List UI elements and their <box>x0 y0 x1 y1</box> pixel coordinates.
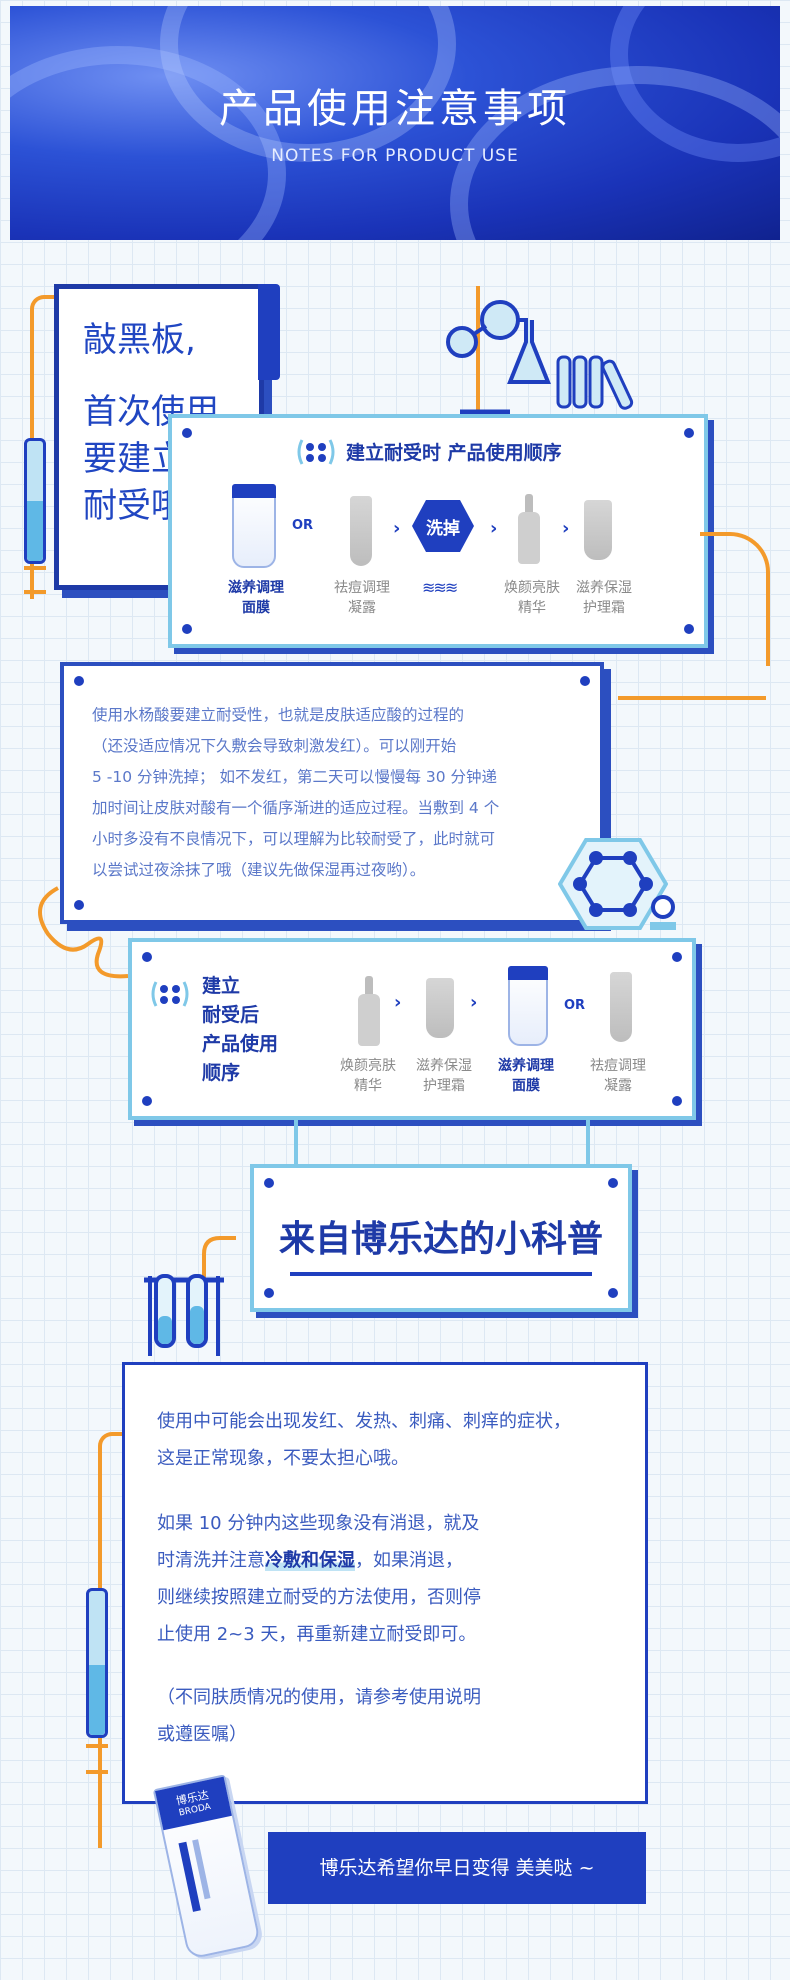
hanger-line <box>586 1118 590 1164</box>
science-title-card: 来自博乐达的小科普 <box>250 1164 632 1312</box>
section2-title: 建立 耐受后 产品使用 顺序 <box>202 975 279 1084</box>
section1-title: 建立耐受时 产品使用顺序 <box>346 442 562 464</box>
usage-notes-card: 使用中可能会出现发红、发热、刺痛、刺痒的症状， 这是正常现象，不要太担心哦。 如… <box>122 1362 648 1804</box>
test-tube-rack-icon <box>144 1236 236 1356</box>
footer-banner: 博乐达希望你早日变得 美美哒 ~ <box>268 1832 646 1904</box>
chevron-right-icon: › <box>393 518 401 539</box>
step-label-cream: 滋养保湿护理霜 <box>416 1058 472 1094</box>
chevron-right-icon: › <box>470 992 478 1013</box>
decor-line <box>700 532 770 666</box>
chevron-right-icon: › <box>394 992 402 1013</box>
or-label: OR <box>564 998 586 1013</box>
molecule-icon <box>297 439 335 465</box>
notes-paragraph-2: 如果 10 分钟内这些现象没有消退，就及 时清洗并注意冷敷和保湿，如果消退， 则… <box>157 1513 481 1645</box>
blackboard-line: 敲黑板, <box>83 320 196 360</box>
hexagon-molecule-icon <box>558 838 668 930</box>
tolerance-explanation-card: 使用水杨酸要建立耐受性，也就是皮肤适应酸的过程的 （还没适应情况下久敷会导致刺激… <box>60 662 604 924</box>
chevron-right-icon: › <box>490 518 498 539</box>
step-label-serum: 焕颜亮肤精华 <box>340 1058 396 1094</box>
spiral-decor-icon <box>38 886 129 979</box>
molecule-icon <box>151 981 189 1007</box>
page-title: 产品使用注意事项 <box>219 86 571 132</box>
header-banner: 产品使用注意事项 NOTES FOR PRODUCT USE <box>10 6 780 240</box>
wash-label: 洗掉 <box>426 519 460 539</box>
mask-product-icon <box>508 966 548 1046</box>
gel-product-icon <box>350 496 372 566</box>
page-subtitle: NOTES FOR PRODUCT USE <box>271 146 519 166</box>
wash-badge <box>412 500 474 552</box>
hanger-line <box>294 1118 298 1164</box>
wave-icon: ≋≋≋ <box>422 578 458 597</box>
or-label: OR <box>292 518 314 533</box>
lab-equipment-icon <box>446 286 634 415</box>
gel-product-icon <box>610 972 632 1042</box>
step-label-serum: 焕颜亮肤精华 <box>504 580 560 616</box>
notes-paragraph-3: （不同肤质情况的使用，请参考使用说明 或遵医嘱） <box>157 1687 481 1745</box>
title-underline <box>290 1272 592 1276</box>
serum-product-icon <box>358 976 380 1046</box>
step-label-gel: 祛痘调理凝露 <box>590 1058 646 1094</box>
test-tube-icon <box>24 438 46 564</box>
test-tube-icon <box>86 1588 108 1738</box>
book-icon <box>258 284 280 380</box>
highlight-text: 冷敷和保湿 <box>265 1550 355 1571</box>
step-label-gel: 祛痘调理凝露 <box>334 580 390 616</box>
cream-product-icon <box>584 500 612 560</box>
tolerance-building-card: 建立耐受时 产品使用顺序 OR › 洗掉 › › ≋≋≋ 滋养调理面膜 祛痘调理… <box>168 414 708 648</box>
cream-product-icon <box>426 978 454 1038</box>
notes-paragraph-1: 使用中可能会出现发红、发热、刺痛、刺痒的症状， 这是正常现象，不要太担心哦。 <box>157 1411 571 1469</box>
step-label-mask: 滋养调理面膜 <box>228 580 284 616</box>
spring-icon <box>24 566 46 594</box>
decor-line <box>618 656 766 700</box>
step-label-mask: 滋养调理面膜 <box>498 1058 554 1094</box>
spring-icon <box>86 1744 108 1774</box>
science-title: 来自博乐达的小科普 <box>278 1219 603 1260</box>
chevron-right-icon: › <box>562 518 570 539</box>
serum-product-icon <box>518 494 540 564</box>
after-tolerance-card: 建立 耐受后 产品使用 顺序 › › OR 焕颜亮肤精华 滋养保湿护理霜 滋养调… <box>128 938 696 1120</box>
valve-icon <box>650 895 676 930</box>
mask-product-icon <box>232 484 276 568</box>
step-label-cream: 滋养保湿护理霜 <box>576 580 632 616</box>
explanation-text: 使用水杨酸要建立耐受性，也就是皮肤适应酸的过程的 （还没适应情况下久敷会导致刺激… <box>92 706 500 879</box>
